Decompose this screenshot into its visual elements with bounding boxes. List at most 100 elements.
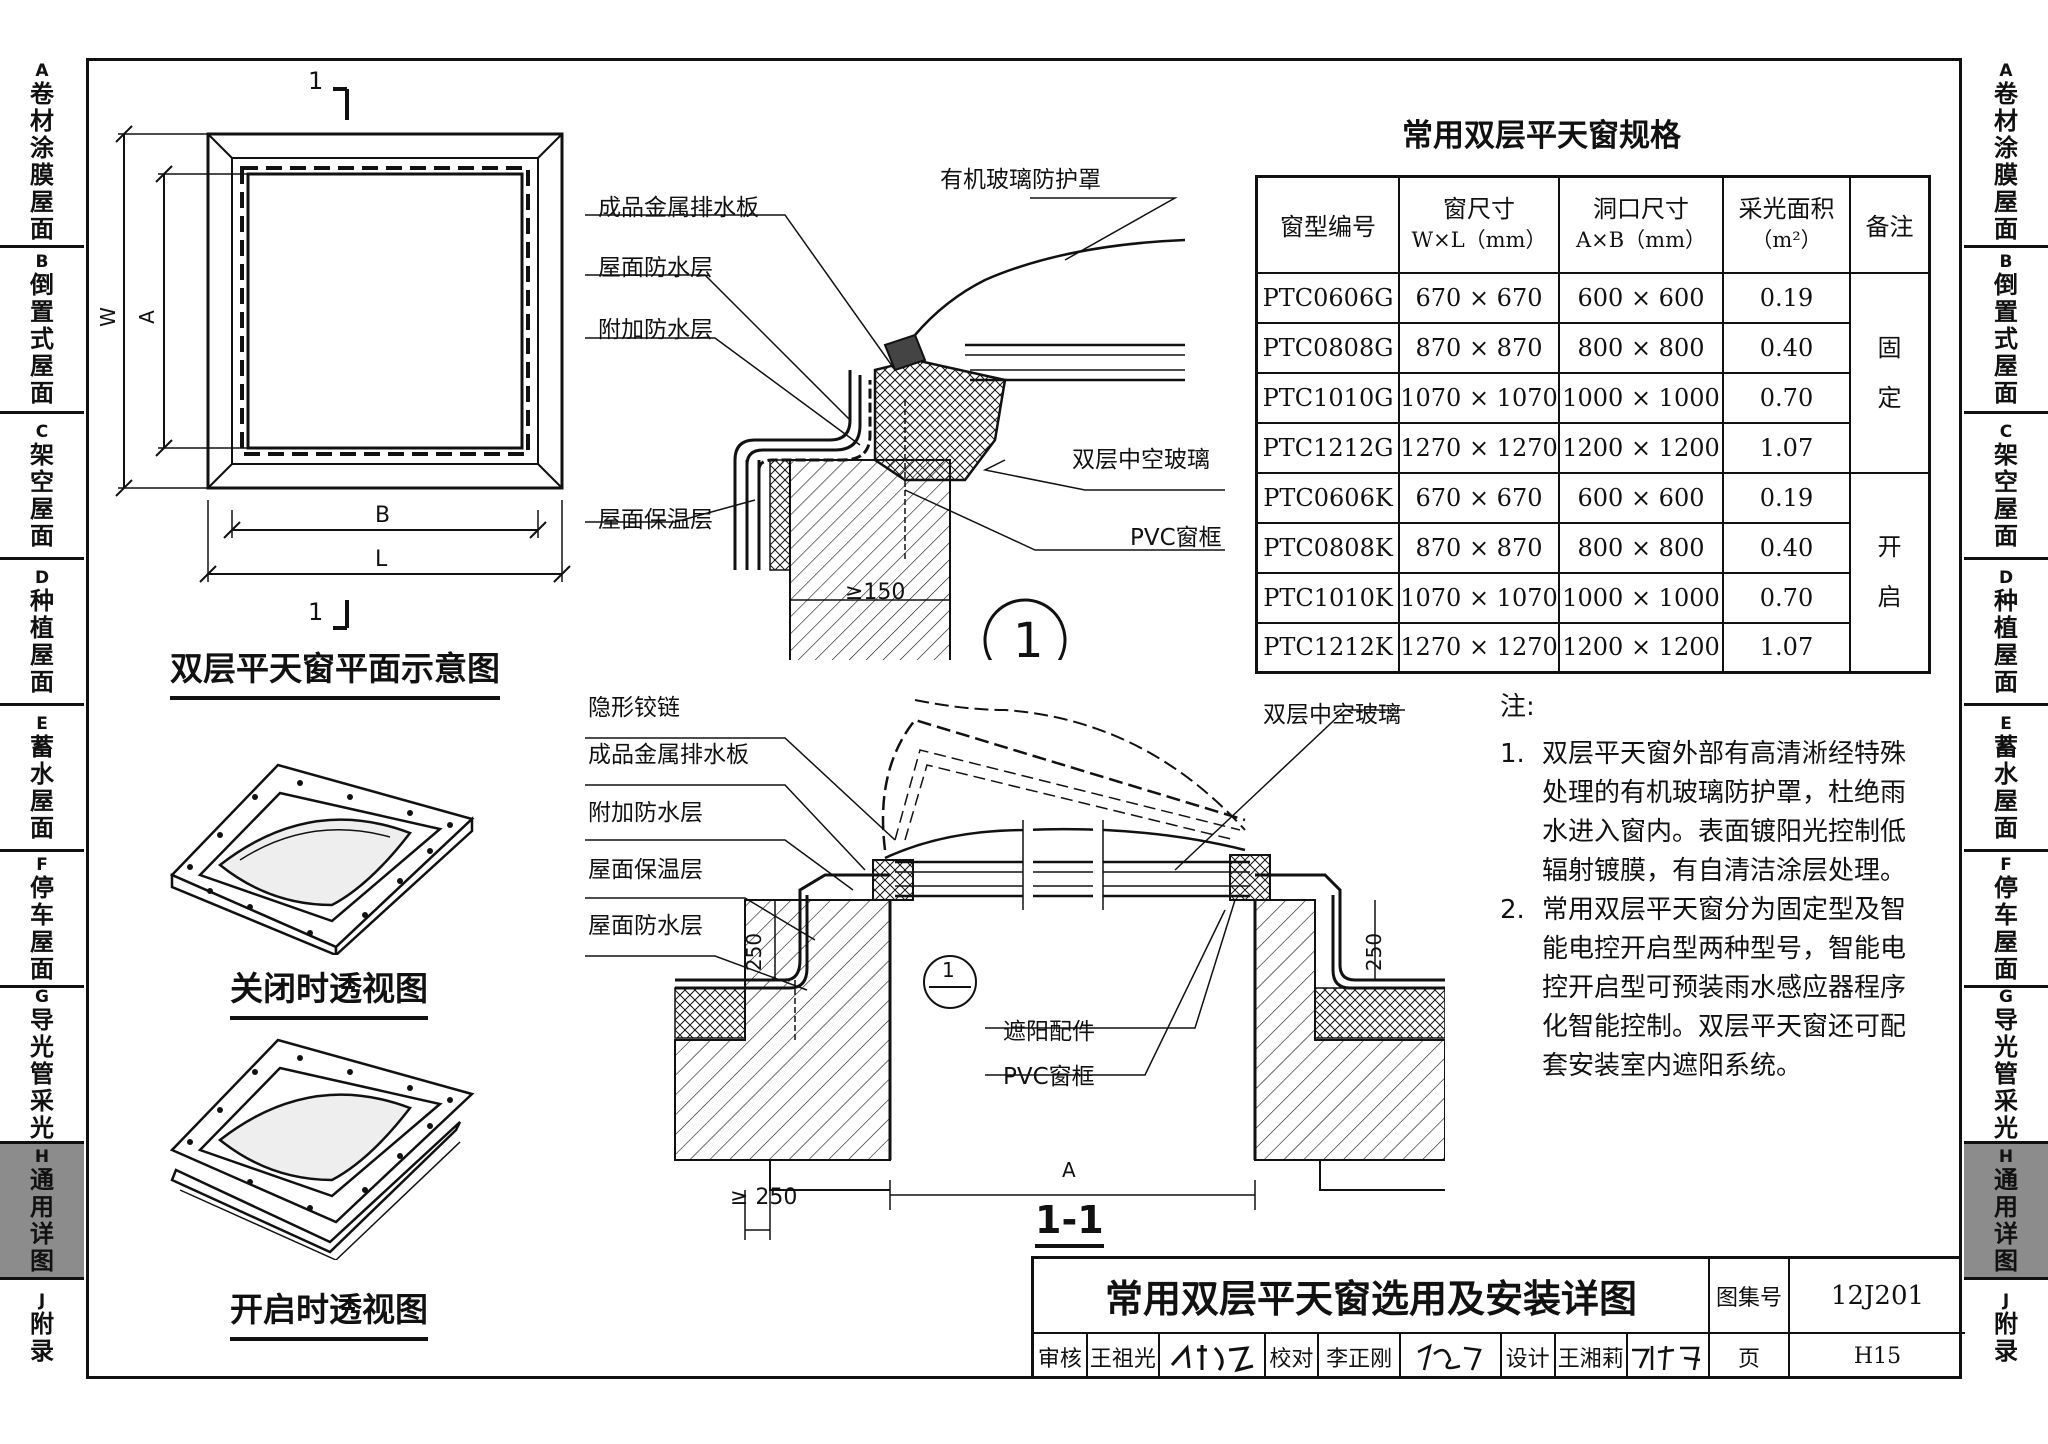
detail-callout-number: 1 [1013,613,1044,669]
tab-letter: J [2002,1291,2010,1311]
header-subtext: （m²） [1751,228,1822,253]
cell-area: 0.19 [1722,471,1851,524]
tab-letter: G [35,987,49,1007]
atlas-label: 图集号 [1710,1259,1790,1334]
cell-window-size: 870 × 870 [1398,521,1560,574]
tab-letter: G [1999,987,2013,1007]
reviewer-name: 王祖光 [1088,1334,1161,1379]
label-drain-2: 成品金属排水板 [588,742,749,768]
plan-view-drawing [115,87,571,630]
tab-label: 倒置式屋面 [30,271,54,407]
review-label: 审核 [1034,1334,1088,1379]
cell-window-size: 1270 × 1270 [1398,421,1560,474]
header-text: 窗尺寸 [1443,195,1515,224]
cell-window-size: 670 × 670 [1398,271,1560,324]
tab-letter: B [1999,252,2013,272]
drawing-title: 常用双层平天窗选用及安装详图 [1034,1259,1710,1334]
cell-remark-open: 开启 [1849,471,1931,674]
tab-letter: A [35,60,49,81]
header-text: 备注 [1865,213,1914,242]
page-label: 页 [1710,1334,1790,1379]
tab-label: 附录 [1994,1310,2018,1365]
plan-title: 双层平天窗平面示意图 [170,642,500,700]
cell-window-size: 870 × 870 [1398,321,1560,374]
tab-label: 停车屋面 [30,873,54,983]
tab-label: 停车屋面 [1994,873,2018,983]
label-extra-waterproof: 附加防水层 [598,317,713,343]
tab-label: 导光管采光 [1994,1006,2018,1142]
cell-model: PTC0808K [1255,521,1400,574]
cell-area: 1.07 [1722,421,1851,474]
detail-1-drawing [585,197,1225,660]
header-text: 窗型编号 [1280,213,1376,242]
note-number: 1. [1500,739,1525,769]
tab-letter: E [2000,713,2012,734]
label-glass-2: 双层中空玻璃 [1263,702,1401,728]
cell-opening-size: 800 × 800 [1558,321,1724,374]
notes-block: 注: 1. 双层平天窗外部有高清淅经特殊处理的有机玻璃防护罩，杜绝雨水进入窗内。… [1500,688,1920,1086]
label-insulation: 屋面保温层 [598,507,713,533]
label-extra-waterproof-2: 附加防水层 [588,800,703,826]
dim-l-label: L [375,547,388,572]
cell-opening-size: 1000 × 1000 [1558,371,1724,424]
header-model: 窗型编号 [1255,175,1400,274]
tab-letter: D [34,567,50,588]
section-1-1-drawing [585,699,1445,1240]
cell-opening-size: 1200 × 1200 [1558,421,1724,474]
title-block: 常用双层平天窗选用及安装详图 图集号 12J201 审核 王祖光 校对 李正刚 … [1031,1256,1965,1379]
dim-w-label: W [95,307,120,327]
tab-label: 架空屋面 [30,440,54,550]
label-drain: 成品金属排水板 [598,195,759,221]
table-title: 常用双层平天窗规格 [1402,118,1681,154]
cell-area: 0.40 [1722,321,1851,374]
note-item: 1. 双层平天窗外部有高清淅经特殊处理的有机玻璃防护罩，杜绝雨水进入窗内。表面镀… [1500,735,1920,891]
tab-letter: C [35,421,49,442]
tab-label: 倒置式屋面 [1994,271,2018,407]
cell-window-size: 1070 × 1070 [1398,571,1560,624]
dim-b-label: B [375,503,391,528]
cell-opening-size: 600 × 600 [1558,271,1724,324]
dim-a-label: A [134,310,159,324]
tab-letter: A [1999,60,2013,81]
cell-model: PTC1212G [1255,421,1400,474]
designer-name: 王湘莉 [1556,1334,1628,1379]
header-subtext: W×L（mm） [1411,228,1547,253]
header-window-size: 窗尺寸 W×L（mm） [1398,175,1560,274]
tab-label: 通用详图 [1994,1165,2018,1275]
tab-letter: F [2000,854,2012,875]
atlas-number: 12J201 [1790,1259,1965,1334]
cell-window-size: 1070 × 1070 [1398,371,1560,424]
label-glass: 双层中空玻璃 [1072,447,1210,473]
dim-a-section: A [1062,1158,1076,1182]
checker-name: 李正刚 [1319,1334,1402,1379]
label-cover: 有机玻璃防护罩 [940,167,1101,193]
closed-perspective-drawing [169,763,475,955]
note-text: 双层平天窗外部有高清淅经特殊处理的有机玻璃防护罩，杜绝雨水进入窗内。表面镀阳光控… [1542,739,1907,886]
